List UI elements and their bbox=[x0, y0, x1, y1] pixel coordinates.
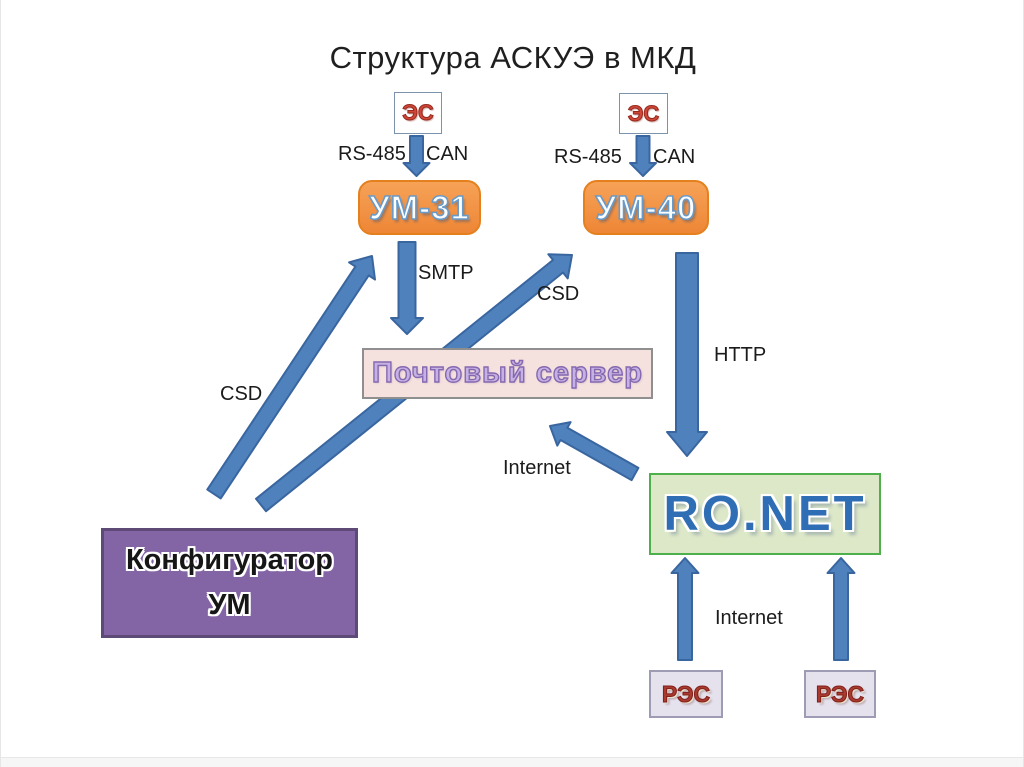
node-um-configurator: Конфигуратор УМ bbox=[101, 528, 358, 638]
node-res-right: РЭС bbox=[804, 670, 876, 718]
edge-label-internet-upper: Internet bbox=[503, 457, 571, 479]
node-res-left: РЭС bbox=[649, 670, 723, 718]
edge-label-rs485-left: RS-485 bbox=[338, 143, 406, 165]
internet-arrow-to-mail bbox=[549, 421, 640, 482]
csd-arrow-to-um31 bbox=[206, 255, 376, 500]
internet-arrow-res-right bbox=[826, 557, 856, 661]
node-um31: УМ-31 bbox=[358, 180, 481, 235]
node-meter-es-left: ЭС bbox=[394, 92, 442, 134]
edge-label-can-right: CAN bbox=[653, 146, 696, 168]
node-meter-es-right: ЭС bbox=[619, 93, 668, 134]
node-label: ЭС bbox=[402, 100, 435, 126]
node-label: Почтовый сервер bbox=[371, 356, 643, 389]
node-um40: УМ-40 bbox=[583, 180, 709, 235]
internet-arrow-res-left bbox=[670, 557, 700, 661]
slide-bottom-edge bbox=[1, 757, 1023, 767]
node-label: RO.NET bbox=[663, 487, 867, 541]
node-label: РЭС bbox=[661, 680, 711, 707]
smtp-arrow bbox=[390, 241, 424, 335]
node-label: УМ-31 bbox=[368, 188, 470, 227]
can-arrow-right bbox=[629, 135, 657, 177]
edge-label-rs485-right: RS-485 bbox=[554, 146, 622, 168]
can-arrow-left bbox=[402, 135, 431, 177]
edge-label-can-left: CAN bbox=[426, 143, 469, 165]
edge-label-csd-right: CSD bbox=[537, 283, 580, 305]
node-label: ЭС bbox=[627, 100, 660, 126]
edge-label-http: HTTP bbox=[714, 344, 767, 366]
edge-label-csd-left: CSD bbox=[220, 383, 263, 405]
diagram-title: Структура АСКУЭ в МКД bbox=[329, 40, 697, 75]
node-ronet-server: RO.NET bbox=[649, 473, 881, 555]
node-label: РЭС bbox=[815, 680, 865, 707]
edge-label-internet-lower: Internet bbox=[715, 607, 783, 629]
node-label: УМ-40 bbox=[595, 188, 697, 227]
http-arrow bbox=[666, 252, 708, 457]
edge-label-smtp: SMTP bbox=[418, 262, 474, 284]
node-label: Конфигуратор УМ bbox=[125, 544, 334, 621]
node-mail-server: Почтовый сервер bbox=[362, 348, 653, 399]
